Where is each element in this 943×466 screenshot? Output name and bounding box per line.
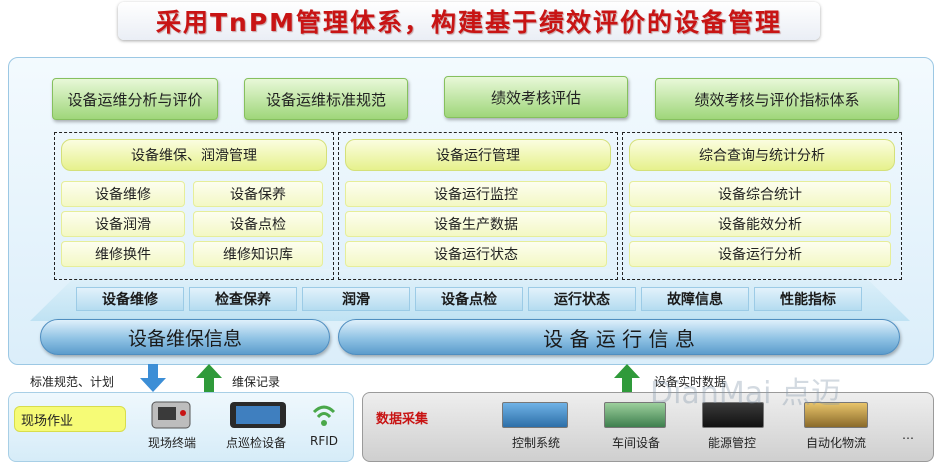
field-operations-tag: 现场作业: [14, 406, 126, 432]
device-logistics-label: 自动化物流: [806, 436, 867, 450]
tab-performance[interactable]: 性能指标: [754, 287, 862, 311]
arrow-up-icon: [614, 364, 640, 392]
page-title: 采用TnPM管理体系，构建基于绩效评价的设备管理: [155, 8, 783, 37]
title-banner: 采用TnPM管理体系，构建基于绩效评价的设备管理: [118, 2, 820, 40]
arrow-up-icon: [196, 364, 222, 392]
cell-run-status[interactable]: 设备运行状态: [345, 241, 607, 267]
group-head-maintenance: 设备维保、润滑管理: [61, 139, 327, 171]
automated-logistics-image[interactable]: [804, 402, 868, 428]
label-maintenance-records: 维保记录: [232, 375, 281, 389]
top-button-label: 绩效考核评估: [490, 88, 581, 107]
group-analysis: 综合查询与统计分析 设备综合统计 设备能效分析 设备运行分析: [622, 132, 902, 280]
pill-maintenance-info[interactable]: 设备维保信息: [40, 319, 330, 355]
tab-fault-info[interactable]: 故障信息: [641, 287, 749, 311]
cell-run-analysis[interactable]: 设备运行分析: [629, 241, 891, 267]
top-button-label: 设备运维标准规范: [265, 90, 386, 109]
cell-repair[interactable]: 设备维修: [61, 181, 185, 207]
device-energy-label: 能源管控: [708, 436, 757, 450]
tablet-icon[interactable]: [228, 400, 288, 430]
cell-knowledge-base[interactable]: 维修知识库: [193, 241, 323, 267]
device-more-label: …: [902, 428, 914, 442]
workshop-equipment-image[interactable]: [604, 402, 666, 428]
group-maintenance: 设备维保、润滑管理 设备维修 设备保养 设备润滑 设备点检 维修换件 维修知识库: [54, 132, 334, 280]
group-head-analysis: 综合查询与统计分析: [629, 139, 895, 171]
watermark: DianMai 点迈: [650, 376, 841, 411]
pill-operation-info[interactable]: 设 备 运 行 信 息: [338, 319, 900, 355]
cell-energy-analysis[interactable]: 设备能效分析: [629, 211, 891, 237]
cell-inspection[interactable]: 设备点检: [193, 211, 323, 237]
cell-production-data[interactable]: 设备生产数据: [345, 211, 607, 237]
group-head-operation: 设备运行管理: [345, 139, 611, 171]
cell-overall-stats[interactable]: 设备综合统计: [629, 181, 891, 207]
data-collection-tag: 数据采集: [376, 412, 429, 427]
control-system-image[interactable]: [502, 402, 568, 428]
tab-repair[interactable]: 设备维修: [76, 287, 184, 311]
tab-lubrication[interactable]: 润滑: [302, 287, 410, 311]
tab-check-upkeep[interactable]: 检查保养: [189, 287, 297, 311]
tab-run-status[interactable]: 运行状态: [528, 287, 636, 311]
device-workshop-label: 车间设备: [612, 436, 661, 450]
cell-lubrication[interactable]: 设备润滑: [61, 211, 185, 237]
rfid-icon[interactable]: [310, 402, 338, 430]
arrow-down-icon: [140, 364, 166, 392]
group-operation: 设备运行管理 设备运行监控 设备生产数据 设备运行状态: [338, 132, 618, 280]
tab-inspection[interactable]: 设备点检: [415, 287, 523, 311]
device-inspection-label: 点巡检设备: [226, 436, 287, 450]
energy-management-image[interactable]: [702, 402, 764, 428]
top-button-kpi-system[interactable]: 绩效考核与评价指标体系: [655, 78, 899, 120]
device-control-label: 控制系统: [512, 436, 561, 450]
top-button-label: 设备运维分析与评价: [67, 90, 203, 109]
device-rfid-label: RFID: [310, 434, 339, 448]
label-standards-plan: 标准规范、计划: [30, 375, 115, 389]
top-button-kpi-assessment[interactable]: 绩效考核评估: [444, 76, 628, 118]
terminal-icon[interactable]: [146, 398, 196, 432]
top-button-label: 绩效考核与评价指标体系: [694, 90, 860, 109]
cell-parts-replacement[interactable]: 维修换件: [61, 241, 185, 267]
device-terminal-label: 现场终端: [148, 436, 197, 450]
cell-run-monitor[interactable]: 设备运行监控: [345, 181, 607, 207]
top-button-ops-standards[interactable]: 设备运维标准规范: [244, 78, 408, 120]
pill-label: 设 备 运 行 信 息: [543, 326, 695, 351]
cell-upkeep[interactable]: 设备保养: [193, 181, 323, 207]
pill-label: 设备维保信息: [127, 327, 242, 350]
top-button-ops-analysis[interactable]: 设备运维分析与评价: [52, 78, 218, 120]
label-realtime-data: 设备实时数据: [654, 375, 727, 389]
